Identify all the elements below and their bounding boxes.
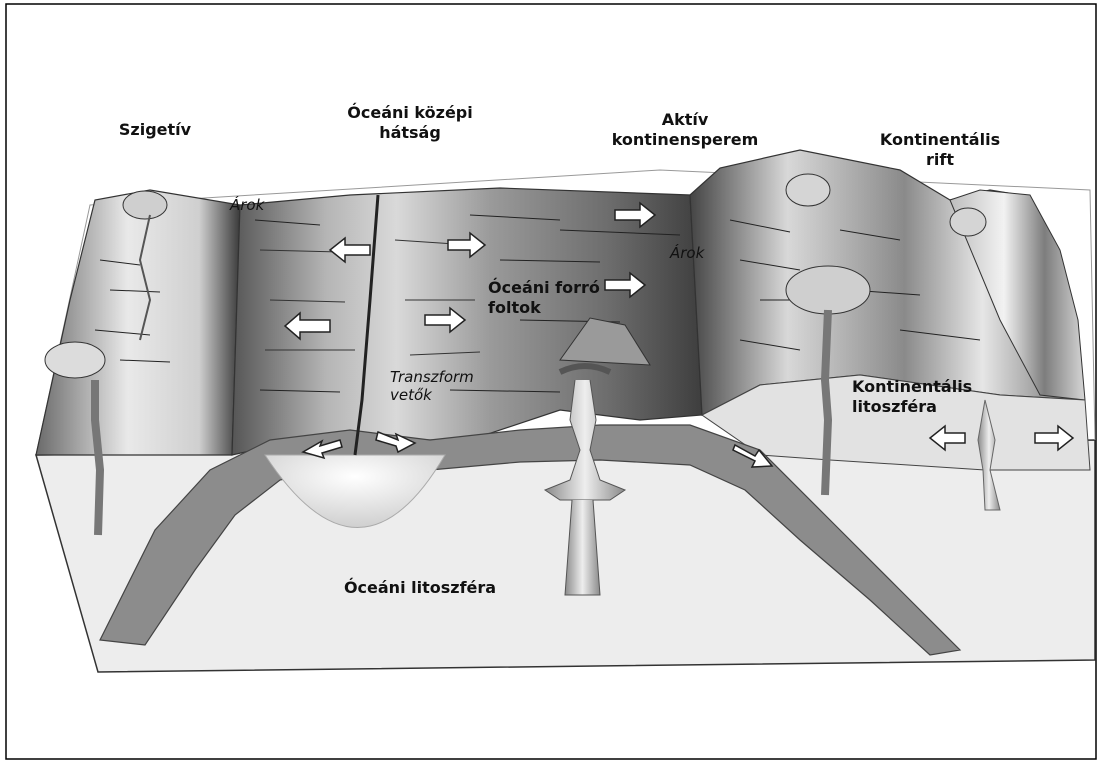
label-continental-lithosphere-line1: Kontinentális [852,377,1002,397]
label-mid-ocean-ridge-line2: hátság [330,123,490,143]
label-oceanic-hotspots-line2: foltok [488,298,628,318]
label-trench-right: Árok [670,244,704,262]
label-transform-faults: Transzform vetők [390,368,474,404]
label-trench-left: Árok [230,196,264,214]
label-oceanic-hotspots: Óceáni forró foltok [488,278,628,318]
label-continental-lithosphere: Kontinentális litoszféra [852,377,1002,417]
label-continental-rift-line1: Kontinentális [860,130,1020,150]
label-active-margin-line1: Aktív [590,110,780,130]
label-transform-faults-line2: vetők [390,386,474,404]
label-island-arc: Szigetív [105,120,205,140]
label-oceanic-hotspots-line1: Óceáni forró [488,278,628,298]
label-active-margin: Aktív kontinensperem [590,110,780,150]
label-continental-rift: Kontinentális rift [860,130,1020,170]
label-transform-faults-line1: Transzform [390,368,474,386]
label-mid-ocean-ridge: Óceáni középi hátság [330,103,490,143]
label-oceanic-lithosphere: Óceáni litoszféra [310,578,530,598]
label-mid-ocean-ridge-line1: Óceáni középi [330,103,490,123]
label-active-margin-line2: kontinensperem [590,130,780,150]
label-continental-lithosphere-line2: litoszféra [852,397,1002,417]
label-continental-rift-line2: rift [860,150,1020,170]
